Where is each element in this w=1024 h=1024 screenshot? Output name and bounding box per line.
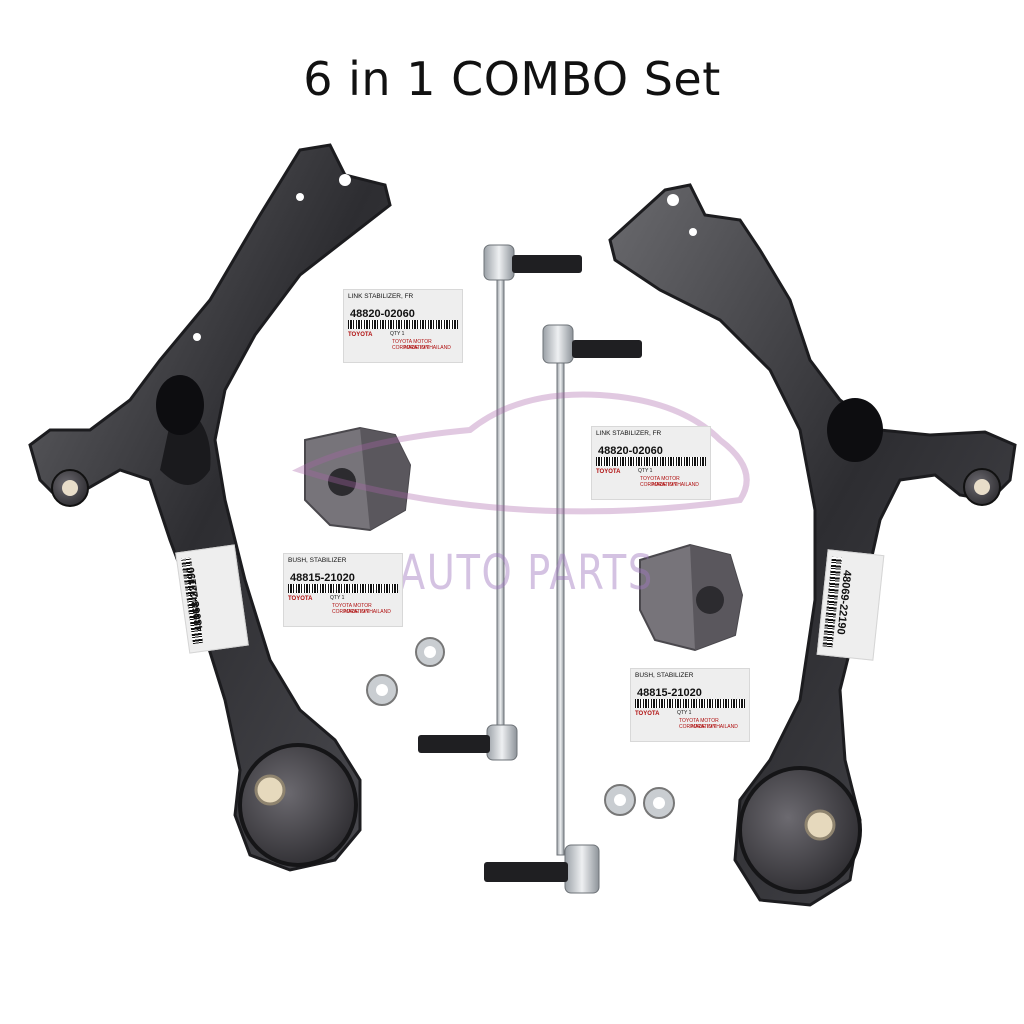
label-corp: TOYOTA MOTOR CORPORATION <box>679 718 719 730</box>
label-part-number: 48820-02060 <box>350 308 415 320</box>
toyota-logo: TOYOTA <box>596 469 621 475</box>
barcode <box>288 584 398 593</box>
label-qty: QTY 1 <box>677 710 692 716</box>
toyota-logo: TOYOTA <box>348 332 373 338</box>
watermark: Y AUTO PARTS <box>360 545 654 601</box>
label-desc: LINK STABILIZER, FR <box>596 430 662 437</box>
label-desc: LINK STABILIZER, FR <box>348 293 414 300</box>
label-qty: QTY 1 <box>390 331 405 337</box>
watermark-car-outline <box>291 391 750 515</box>
part-label-link-2: LINK STABILIZER, FR 48820-02060 TOYOTA Q… <box>591 426 711 500</box>
label-corp: TOYOTA MOTOR CORPORATION <box>640 476 680 488</box>
label-desc: BUSH, STABILIZER <box>288 557 347 564</box>
label-made: MADE IN THAILAND <box>691 724 738 730</box>
stabilizer-bush-1 <box>304 426 412 532</box>
label-made: MADE IN THAILAND <box>652 482 699 488</box>
left-control-arm <box>28 143 392 872</box>
label-corp: TOYOTA MOTOR CORPORATION <box>392 339 432 351</box>
part-label-bush-1: BUSH, STABILIZER 48815-21020 TOYOTA QTY … <box>283 553 403 627</box>
barcode <box>596 457 706 466</box>
part-label-link-1: LINK STABILIZER, FR 48820-02060 TOYOTA Q… <box>343 289 463 363</box>
label-part-number: 48815-21020 <box>290 572 355 584</box>
label-corp: TOYOTA MOTOR CORPORATION <box>332 603 372 615</box>
stabilizer-bush-2 <box>639 543 744 652</box>
page-title: 6 in 1 COMBO Set <box>303 52 721 106</box>
barcode <box>635 699 745 708</box>
toyota-logo: TOYOTA <box>635 711 660 717</box>
stabilizer-link-1 <box>418 244 582 761</box>
part-label-bush-2: BUSH, STABILIZER 48815-21020 TOYOTA QTY … <box>630 668 750 742</box>
part-label-arm-right: 48069-22190 <box>816 549 885 661</box>
toyota-logo: TOYOTA <box>288 596 313 602</box>
label-desc: BUSH, STABILIZER <box>635 672 694 679</box>
label-qty: QTY 1 <box>330 595 345 601</box>
nuts <box>366 637 675 819</box>
barcode <box>348 320 458 329</box>
label-made: MADE IN THAILAND <box>344 609 391 615</box>
label-qty: QTY 1 <box>638 468 653 474</box>
label-part-number: 48815-21020 <box>637 687 702 699</box>
label-part-number: 48820-02060 <box>598 445 663 457</box>
stabilizer-link-2 <box>484 324 642 894</box>
label-made: MADE IN THAILAND <box>404 345 451 351</box>
